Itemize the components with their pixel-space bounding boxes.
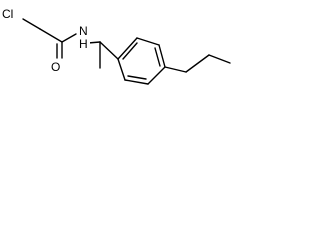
atom-label-chlorine: Cl [2,7,13,21]
ring-double-bond-2 [154,47,161,67]
atom-label-oxygen: O [51,60,60,74]
bond-carbonyl-n [61,33,77,43]
bond-cl-ch2 [22,18,41,30]
bond-propyl-2 [185,54,210,73]
bond-ch2-carbonyl [39,28,63,43]
chemical-structure: Cl N H O [0,5,231,85]
bond-ring-propyl [164,66,187,73]
atom-label-hydrogen: H [79,37,88,51]
ring-bond-6 [117,58,126,81]
bond-ch-ring [99,41,119,60]
ring-bond-3 [158,44,166,68]
ring-bond-5 [124,79,149,85]
ring-bond-4 [147,66,166,85]
ring-double-bond-3 [127,75,147,80]
atom-label-nitrogen: N [79,24,88,38]
ring-bond-1 [117,37,138,60]
ring-double-bond-1 [122,42,138,60]
bond-propyl-3 [208,54,231,64]
ring-bond-2 [136,37,160,46]
